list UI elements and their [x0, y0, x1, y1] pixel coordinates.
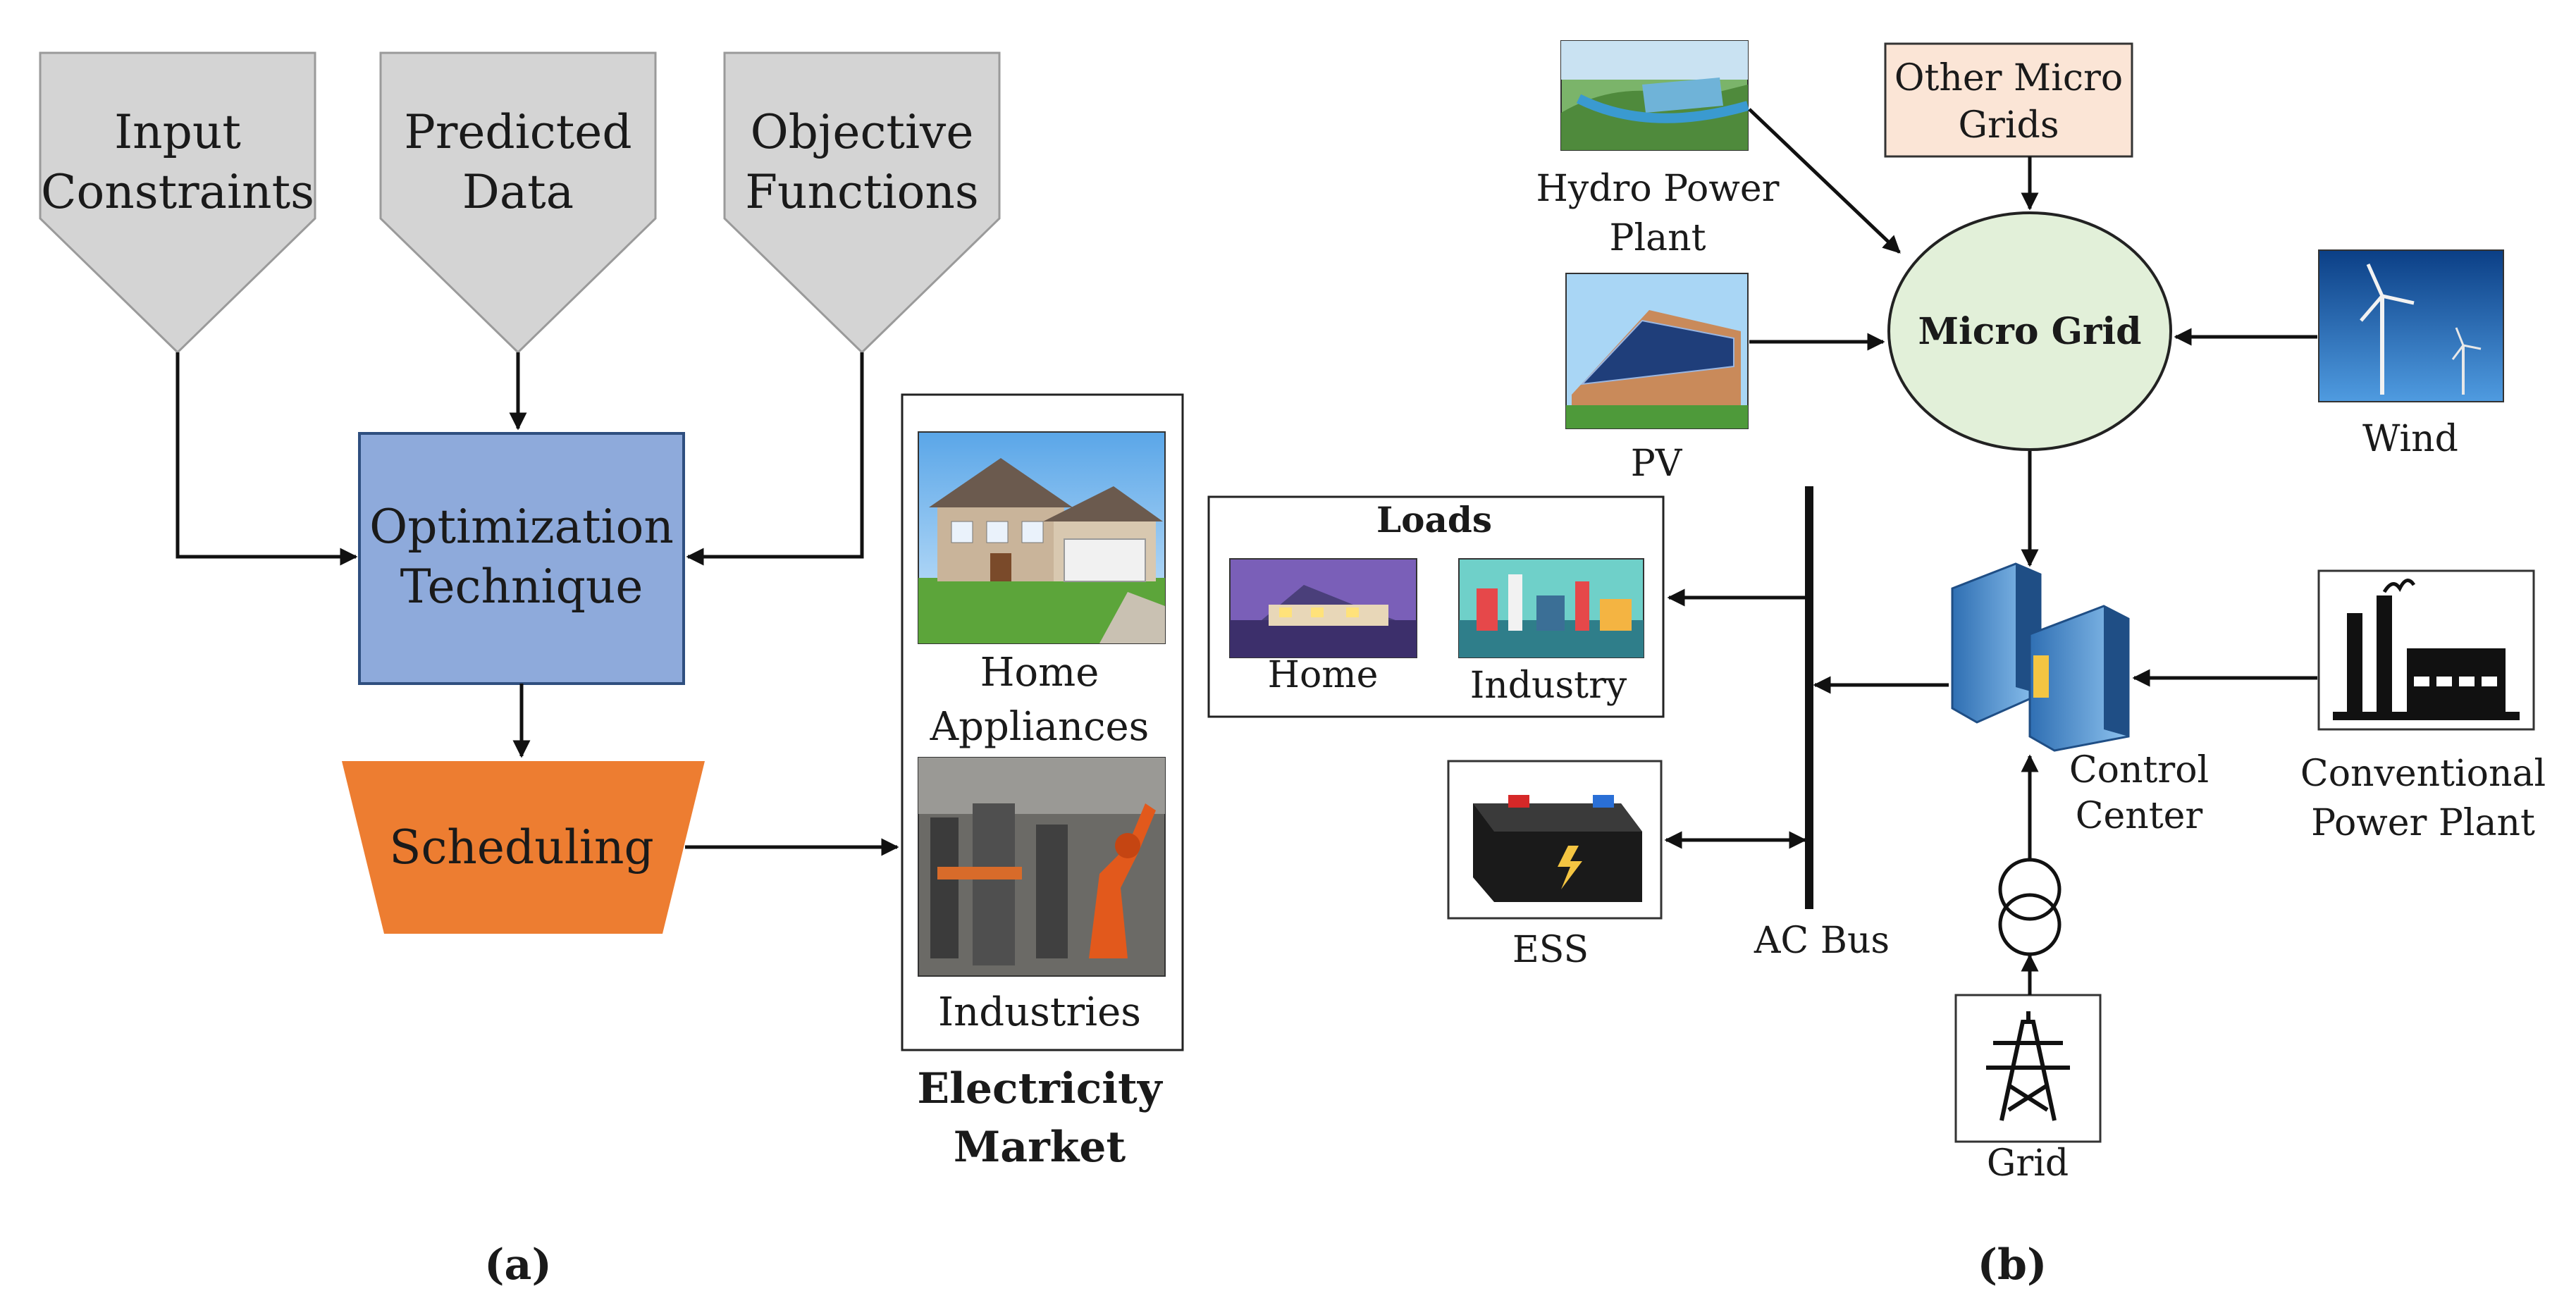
transformer-icon	[1998, 858, 2062, 956]
loads-home-label: Home	[1268, 654, 1379, 696]
panel-a-connectors	[175, 352, 899, 856]
loads-home-image	[1229, 558, 1417, 658]
micro-grid-label: Micro Grid	[1918, 310, 2141, 353]
objective-functions-block: Objective Functions	[723, 51, 1001, 354]
loads-box: Loads Home Industry	[1207, 495, 1665, 718]
control-center-icon	[1951, 562, 2130, 752]
control-center-label-1: Control	[2069, 749, 2209, 791]
optimization-technique-block: Optimization Technique	[358, 432, 685, 685]
arrow-hydro-to-microgrid	[1748, 108, 1901, 254]
input-label-2: Constraints	[41, 165, 314, 219]
objective-label-1: Objective	[751, 105, 974, 159]
predicted-data-block: Predicted Data	[379, 51, 657, 354]
panel-b-connectors	[1664, 108, 2317, 995]
arrow-constraints-to-optimization	[175, 352, 358, 566]
pv-image	[1565, 273, 1749, 429]
input-constraints-block: Input Constraints	[39, 51, 316, 354]
industries-label: Industries	[938, 989, 1141, 1035]
electricity-market-title-1: Electricity	[917, 1064, 1163, 1113]
other-micro-grids-block: Other Micro Grids	[1884, 42, 2133, 158]
scheduling-label: Scheduling	[389, 820, 653, 875]
home-appliances-label-1: Home	[980, 650, 1099, 696]
hydro-label-1: Hydro Power	[1536, 168, 1779, 210]
grid-label: Grid	[1987, 1142, 2069, 1185]
input-label-1: Input	[114, 105, 241, 159]
wind-label: Wind	[2362, 418, 2458, 460]
industries-image	[918, 757, 1166, 977]
ac-bus-label: AC Bus	[1754, 920, 1890, 962]
other-grids-label-1: Other Micro	[1894, 57, 2123, 99]
control-center-label-2: Center	[2076, 795, 2203, 837]
ess-battery-image	[1447, 760, 1663, 920]
panel-b: Hydro Power Plant Other Micro Grids Micr…	[1207, 40, 2546, 1290]
loads-industry-label: Industry	[1470, 665, 1627, 707]
predicted-label-2: Data	[462, 165, 574, 219]
loads-title: Loads	[1376, 499, 1492, 541]
arrow-objective-to-optimization	[686, 352, 864, 566]
conventional-plant-image	[2317, 569, 2535, 731]
home-appliances-image	[918, 431, 1166, 644]
optimization-label-1: Optimization	[369, 500, 674, 554]
predicted-label-1: Predicted	[404, 105, 631, 159]
hydro-plant-image	[1560, 40, 1749, 151]
wind-image	[2318, 249, 2504, 402]
scheduling-block: Scheduling	[342, 761, 705, 934]
electricity-market-box: Home Appliances Industries	[901, 393, 1184, 1051]
panel-a: Input Constraints Predicted Data Objecti…	[39, 51, 1184, 1290]
home-appliances-label-2: Appliances	[930, 704, 1150, 750]
pv-label: PV	[1631, 443, 1683, 485]
caption-b: (b)	[1978, 1240, 2047, 1290]
micro-grid-node: Micro Grid	[1887, 211, 2172, 451]
ess-label: ESS	[1512, 929, 1589, 971]
loads-industry-image	[1458, 558, 1644, 658]
conventional-label-2: Power Plant	[2311, 802, 2535, 844]
objective-label-2: Functions	[745, 165, 979, 219]
optimization-label-2: Technique	[400, 560, 643, 614]
hydro-label-2: Plant	[1609, 217, 1706, 259]
conventional-label-1: Conventional	[2300, 753, 2546, 795]
electricity-market-title-2: Market	[954, 1123, 1126, 1172]
caption-a: (a)	[484, 1240, 552, 1290]
grid-tower-image	[1954, 994, 2102, 1143]
other-grids-label-2: Grids	[1959, 104, 2059, 147]
